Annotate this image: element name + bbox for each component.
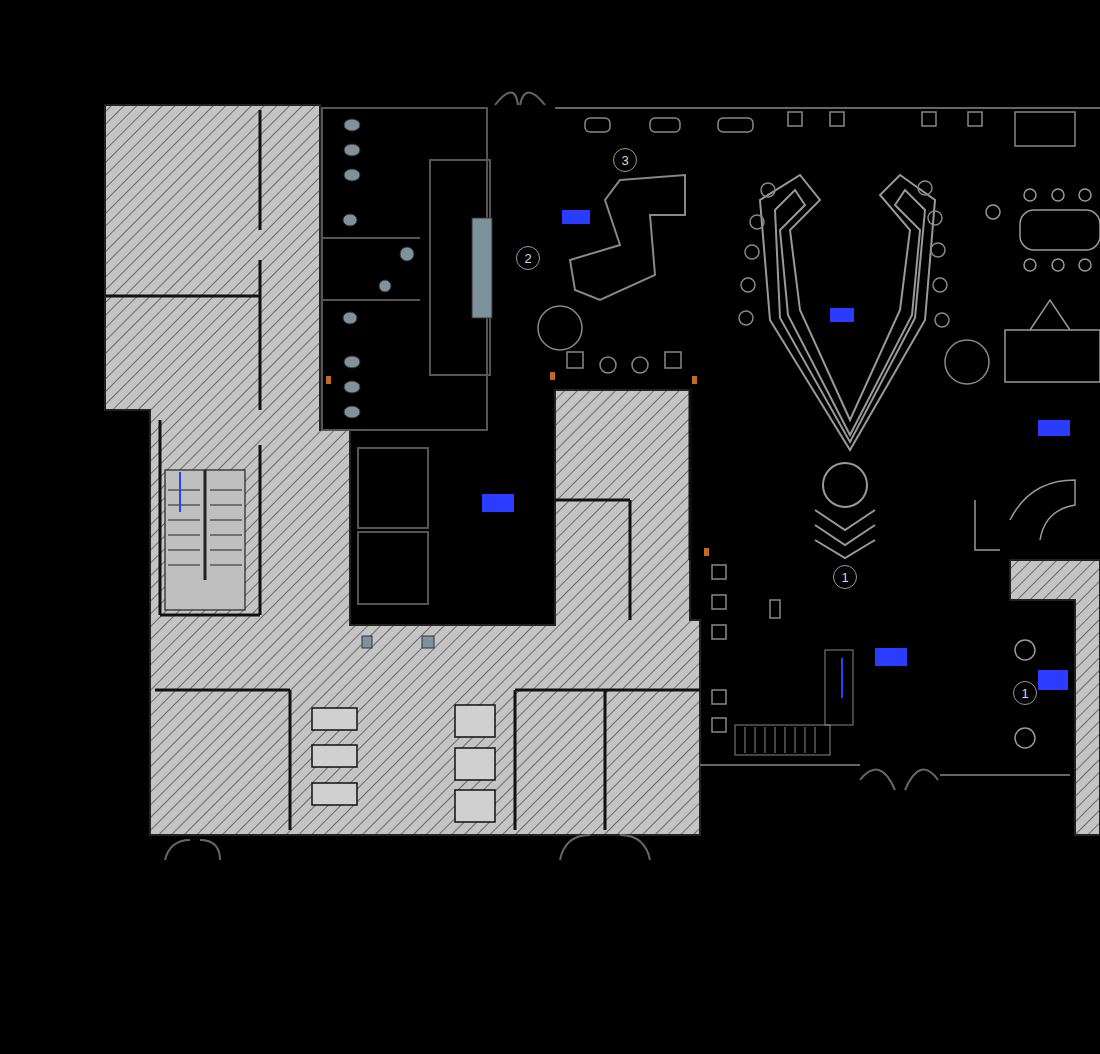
callout-number: 3 [621,154,628,167]
callout-circle: 2 [516,246,540,270]
callout-number: 2 [524,252,531,265]
callout-circle: 3 [613,148,637,172]
callout-number: 1 [841,571,848,584]
callout-circle: 1 [1013,681,1037,705]
callout-circle: 1 [833,565,857,589]
callout-number: 1 [1021,687,1028,700]
